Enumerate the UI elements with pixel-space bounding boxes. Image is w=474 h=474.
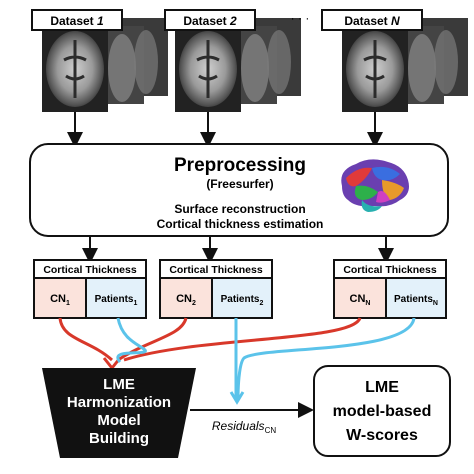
dataset-label: Dataset N (344, 14, 400, 28)
cn-box (159, 277, 213, 319)
dataset-label-box (31, 9, 123, 31)
thickness-header: Cortical Thickness (43, 264, 137, 276)
lme-building-line-4: Building (89, 430, 149, 447)
patients-box (385, 277, 447, 319)
brain-parcellation-icon (341, 159, 409, 212)
blue-patient-connectors (116, 317, 416, 401)
lme-wscores-line-3: W-scores (346, 427, 418, 444)
dataset-ellipsis: · · · (291, 11, 310, 25)
lme-wscores-line-1: LME (365, 379, 399, 396)
lme-harmonization-box (42, 368, 196, 458)
lme-building-line-3: Model (97, 412, 140, 429)
preprocessing-step-thickness: Cortical thickness estimation (157, 217, 324, 231)
lme-wscores-line-2: model-based (333, 403, 432, 420)
patients-label: Patients2 (221, 294, 264, 307)
dataset-label: Dataset 1 (50, 14, 104, 28)
cn-label: CN1 (50, 293, 70, 307)
red-line-cn1 (58, 317, 114, 362)
mri-slice-front (42, 26, 108, 112)
patients-label: PatientsN (394, 294, 438, 307)
preprocessing-title: Preprocessing (174, 155, 306, 176)
patients-label: Patients1 (95, 294, 138, 307)
residuals-label: ResidualsCN (212, 419, 276, 435)
preprocessing-step-surface: Surface reconstruction (174, 202, 305, 216)
thickness-group-2: Cortical Thickness CN2 Patients2 (159, 259, 273, 319)
dataset-stack-2: Dataset 2 (164, 9, 301, 112)
cn-label: CNN (350, 293, 371, 307)
blue-line-patients1 (116, 317, 147, 363)
lme-building-line-1: LME (103, 376, 135, 393)
cn-box (333, 277, 387, 319)
dataset-label: Dataset 2 (183, 14, 237, 28)
thickness-group-1: Cortical Thickness CN1 Patients1 (33, 259, 147, 319)
dataset-label-box (321, 9, 423, 31)
preprocessing-subtitle: (Freesurfer) (206, 177, 273, 191)
dataset-stack-n: Dataset N (321, 9, 468, 112)
blue-arrowhead (229, 391, 245, 405)
red-cn-connectors (58, 317, 362, 362)
patients-box (211, 277, 273, 319)
blue-line-patientsn (236, 317, 416, 401)
thickness-header: Cortical Thickness (169, 264, 263, 276)
lme-building-line-2: Harmonization (67, 394, 171, 411)
dataset-label-box (164, 9, 256, 31)
thickness-header: Cortical Thickness (343, 264, 437, 276)
dataset-stack-1: Dataset 1 (31, 9, 168, 112)
preprocessing-box (29, 143, 449, 237)
mri-slice-front (175, 26, 241, 112)
cn-label: CN2 (176, 293, 196, 307)
patients-box (85, 277, 147, 319)
thickness-group-n: Cortical Thickness CNN PatientsN (333, 259, 447, 319)
red-line-cnn (123, 317, 362, 362)
lme-wscores-box (313, 365, 451, 457)
cn-box (33, 277, 87, 319)
mri-slice-front (342, 26, 408, 112)
